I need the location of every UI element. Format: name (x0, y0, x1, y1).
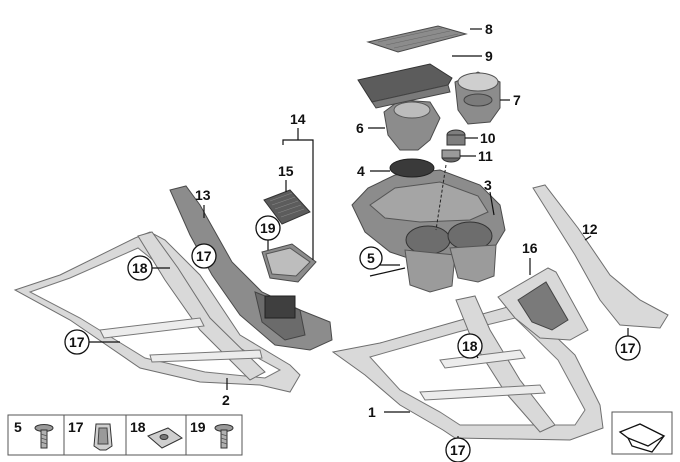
callout-4: 4 (357, 163, 365, 179)
part-2-trim-frame (13, 231, 301, 393)
callout-6: 6 (356, 120, 364, 136)
callout-17b: 17 (196, 248, 212, 264)
nut-clip-icon (147, 427, 183, 449)
callout-17c: 17 (450, 442, 466, 458)
callout-circle-19 (255, 215, 281, 241)
part-1-trim-frame (331, 295, 604, 441)
callout-1: 1 (368, 404, 376, 420)
clip-icon (93, 423, 113, 451)
part-19-tray (261, 243, 317, 283)
callout-circle-17d (615, 335, 641, 361)
part-15-rubber-mat (263, 189, 311, 225)
part-7-cup-holder (454, 71, 501, 125)
part-11-ring (441, 149, 461, 163)
callouts: 8 9 7 6 10 11 4 3 5 16 12 17 18 1 17 2 1… (64, 21, 641, 462)
legend-cell-5 (7, 414, 65, 456)
part-6-cup-insert (383, 99, 441, 151)
screw-icon (214, 424, 234, 449)
callout-17a: 17 (69, 334, 85, 350)
part-9-lid (357, 63, 453, 109)
callout-circle-18a (127, 255, 153, 281)
legend-cell-19 (185, 414, 243, 456)
part-12-side-trim (532, 184, 669, 329)
callout-3: 3 (484, 177, 492, 193)
part-8-top-mat (366, 25, 468, 53)
callout-13: 13 (195, 187, 211, 203)
legend-label-19: 19 (190, 419, 206, 435)
part-4-round-mat (389, 158, 435, 178)
callout-15: 15 (278, 163, 294, 179)
callout-circle-17c (445, 437, 471, 462)
callout-circle-5 (359, 246, 383, 270)
callout-11: 11 (478, 148, 493, 164)
callout-7: 7 (513, 92, 521, 108)
fastener-legend: 5 17 18 19 (7, 414, 243, 456)
legend-label-17: 17 (68, 419, 84, 435)
callout-18a: 18 (132, 260, 148, 276)
callout-circle-17b (191, 243, 217, 269)
callout-2: 2 (222, 392, 230, 408)
catalog-corner-symbol (611, 411, 673, 455)
callout-circle-17a (64, 329, 90, 355)
part-10-ring (446, 129, 466, 146)
part-16-gear-surround (497, 267, 589, 341)
callout-circle-18b (457, 333, 483, 359)
callout-14: 14 (290, 111, 306, 127)
callout-19: 19 (260, 220, 276, 236)
assembly-line (435, 164, 447, 231)
callout-12: 12 (582, 221, 598, 237)
callout-5: 5 (367, 250, 375, 266)
callout-8: 8 (485, 21, 493, 37)
legend-label-5: 5 (14, 419, 22, 435)
callout-17d: 17 (620, 340, 636, 356)
part-13-center-trim (169, 185, 333, 351)
callout-18b: 18 (462, 338, 478, 354)
screw-icon (34, 424, 54, 449)
callout-10: 10 (480, 130, 496, 146)
callout-16: 16 (522, 240, 538, 256)
legend-label-18: 18 (130, 419, 146, 435)
part-3-console-body (351, 169, 506, 293)
callout-9: 9 (485, 48, 493, 64)
